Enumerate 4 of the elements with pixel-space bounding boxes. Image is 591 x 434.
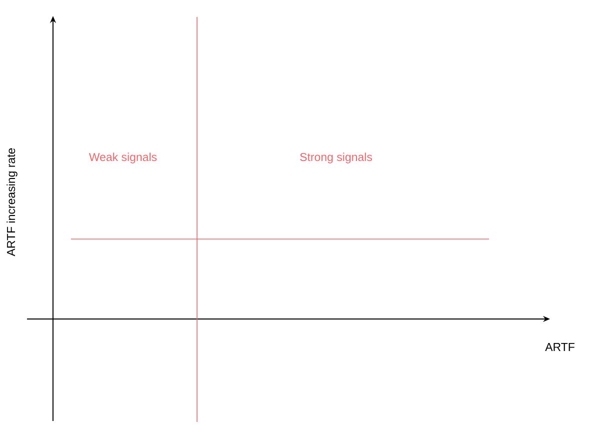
quadrant-label: Strong signals (300, 152, 372, 164)
axis-label: ARTF (545, 343, 574, 351)
axis-label: ARTF increasing rate (6, 148, 18, 256)
quadrant-label: Weak signals (88, 152, 157, 164)
